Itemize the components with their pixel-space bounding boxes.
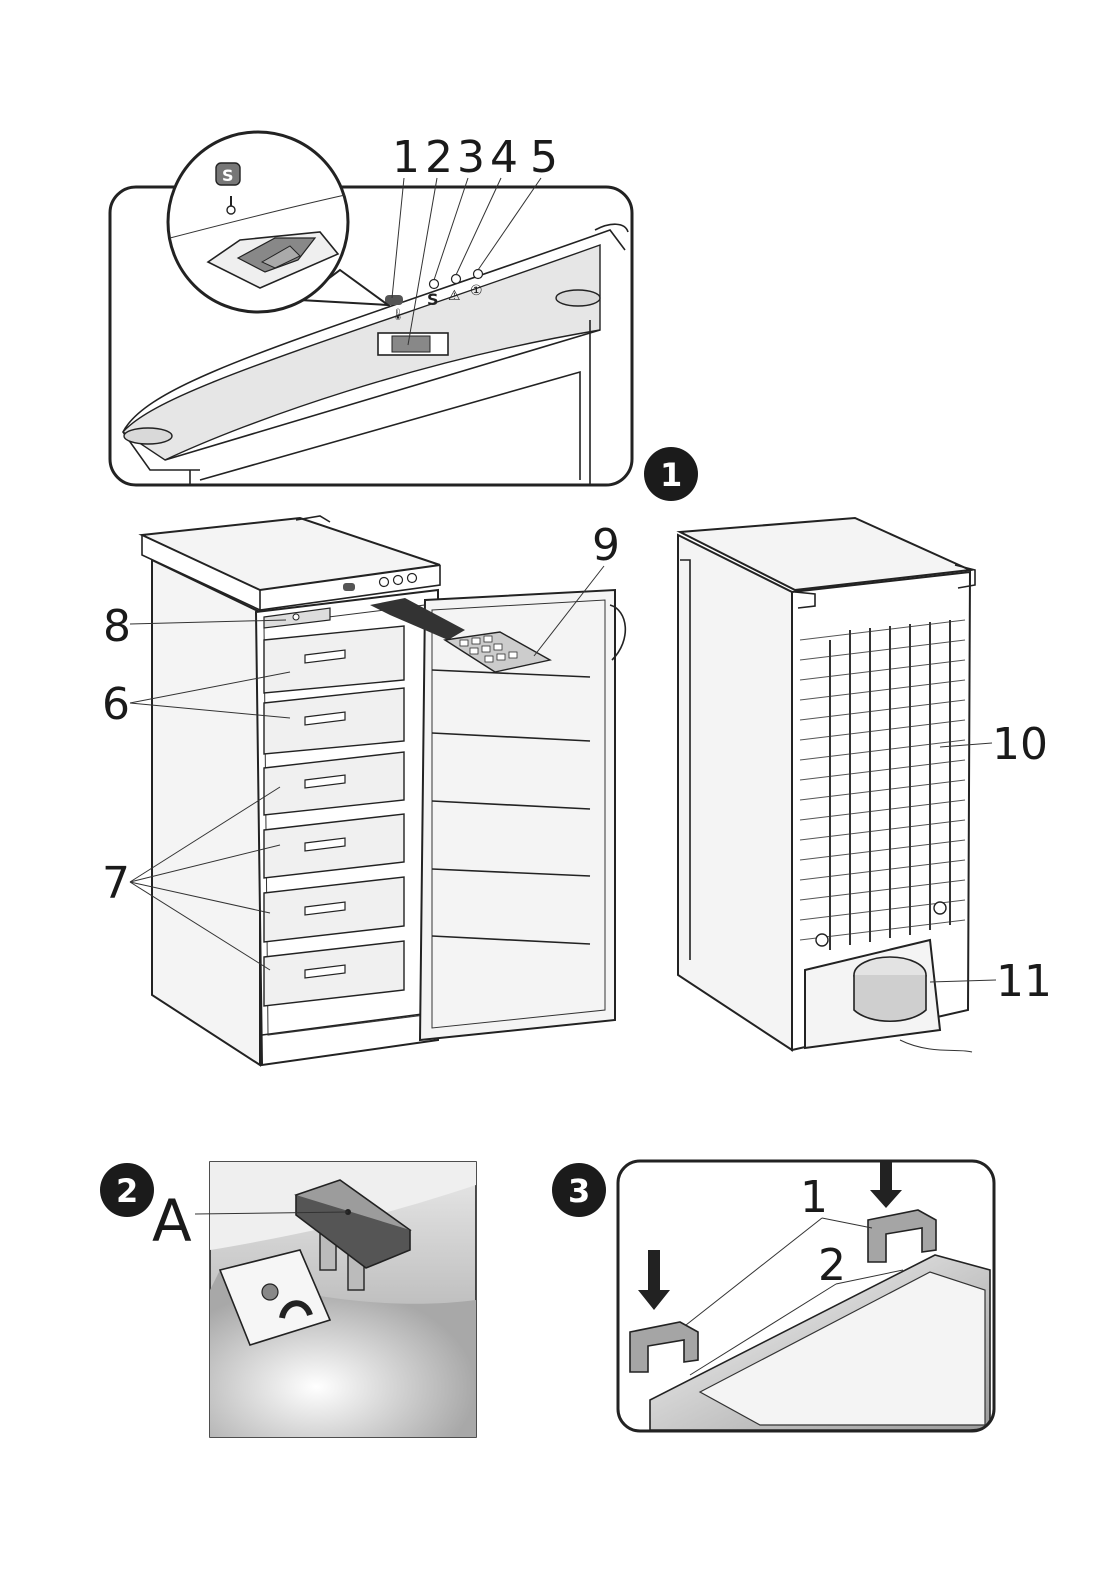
callout-7: 7 [102, 858, 130, 909]
control-panel-detail: 🌡 S ⚠ ① S 1 2 3 4 5 [110, 132, 632, 485]
figure-3-badge: 3 [552, 1163, 606, 1217]
callout-11: 11 [996, 956, 1052, 1007]
callout-9: 9 [592, 520, 620, 571]
indicator-symbol-power: ① [470, 283, 483, 299]
callout-8: 8 [103, 601, 131, 652]
freezer-rear-view [678, 518, 975, 1052]
figure-1-badge: 1 [644, 447, 698, 501]
panel-number-1: 1 [392, 132, 420, 183]
panel-number-4: 4 [490, 132, 518, 183]
label-a: A [152, 1187, 192, 1255]
svg-text:3: 3 [568, 1172, 590, 1210]
indicator-symbol-s: S [427, 290, 439, 309]
svg-text:2: 2 [116, 1172, 138, 1210]
foot-bracket-illustration [195, 1162, 476, 1437]
fig3-callout-2: 2 [818, 1240, 846, 1291]
callout-6: 6 [102, 679, 130, 730]
freezer-front-view [142, 516, 625, 1065]
panel-number-5: 5 [530, 132, 558, 183]
figure-2-badge: 2 [100, 1163, 154, 1217]
panel-number-2: 2 [425, 132, 453, 183]
callout-10: 10 [992, 719, 1048, 770]
svg-text:1: 1 [660, 456, 682, 494]
svg-text:🌡: 🌡 [391, 308, 405, 321]
panel-number-3: 3 [457, 132, 485, 183]
indicator-symbol-alarm: ⚠ [448, 288, 461, 304]
magnified-switch-letter: S [222, 166, 234, 185]
fig3-callout-1: 1 [800, 1172, 828, 1223]
